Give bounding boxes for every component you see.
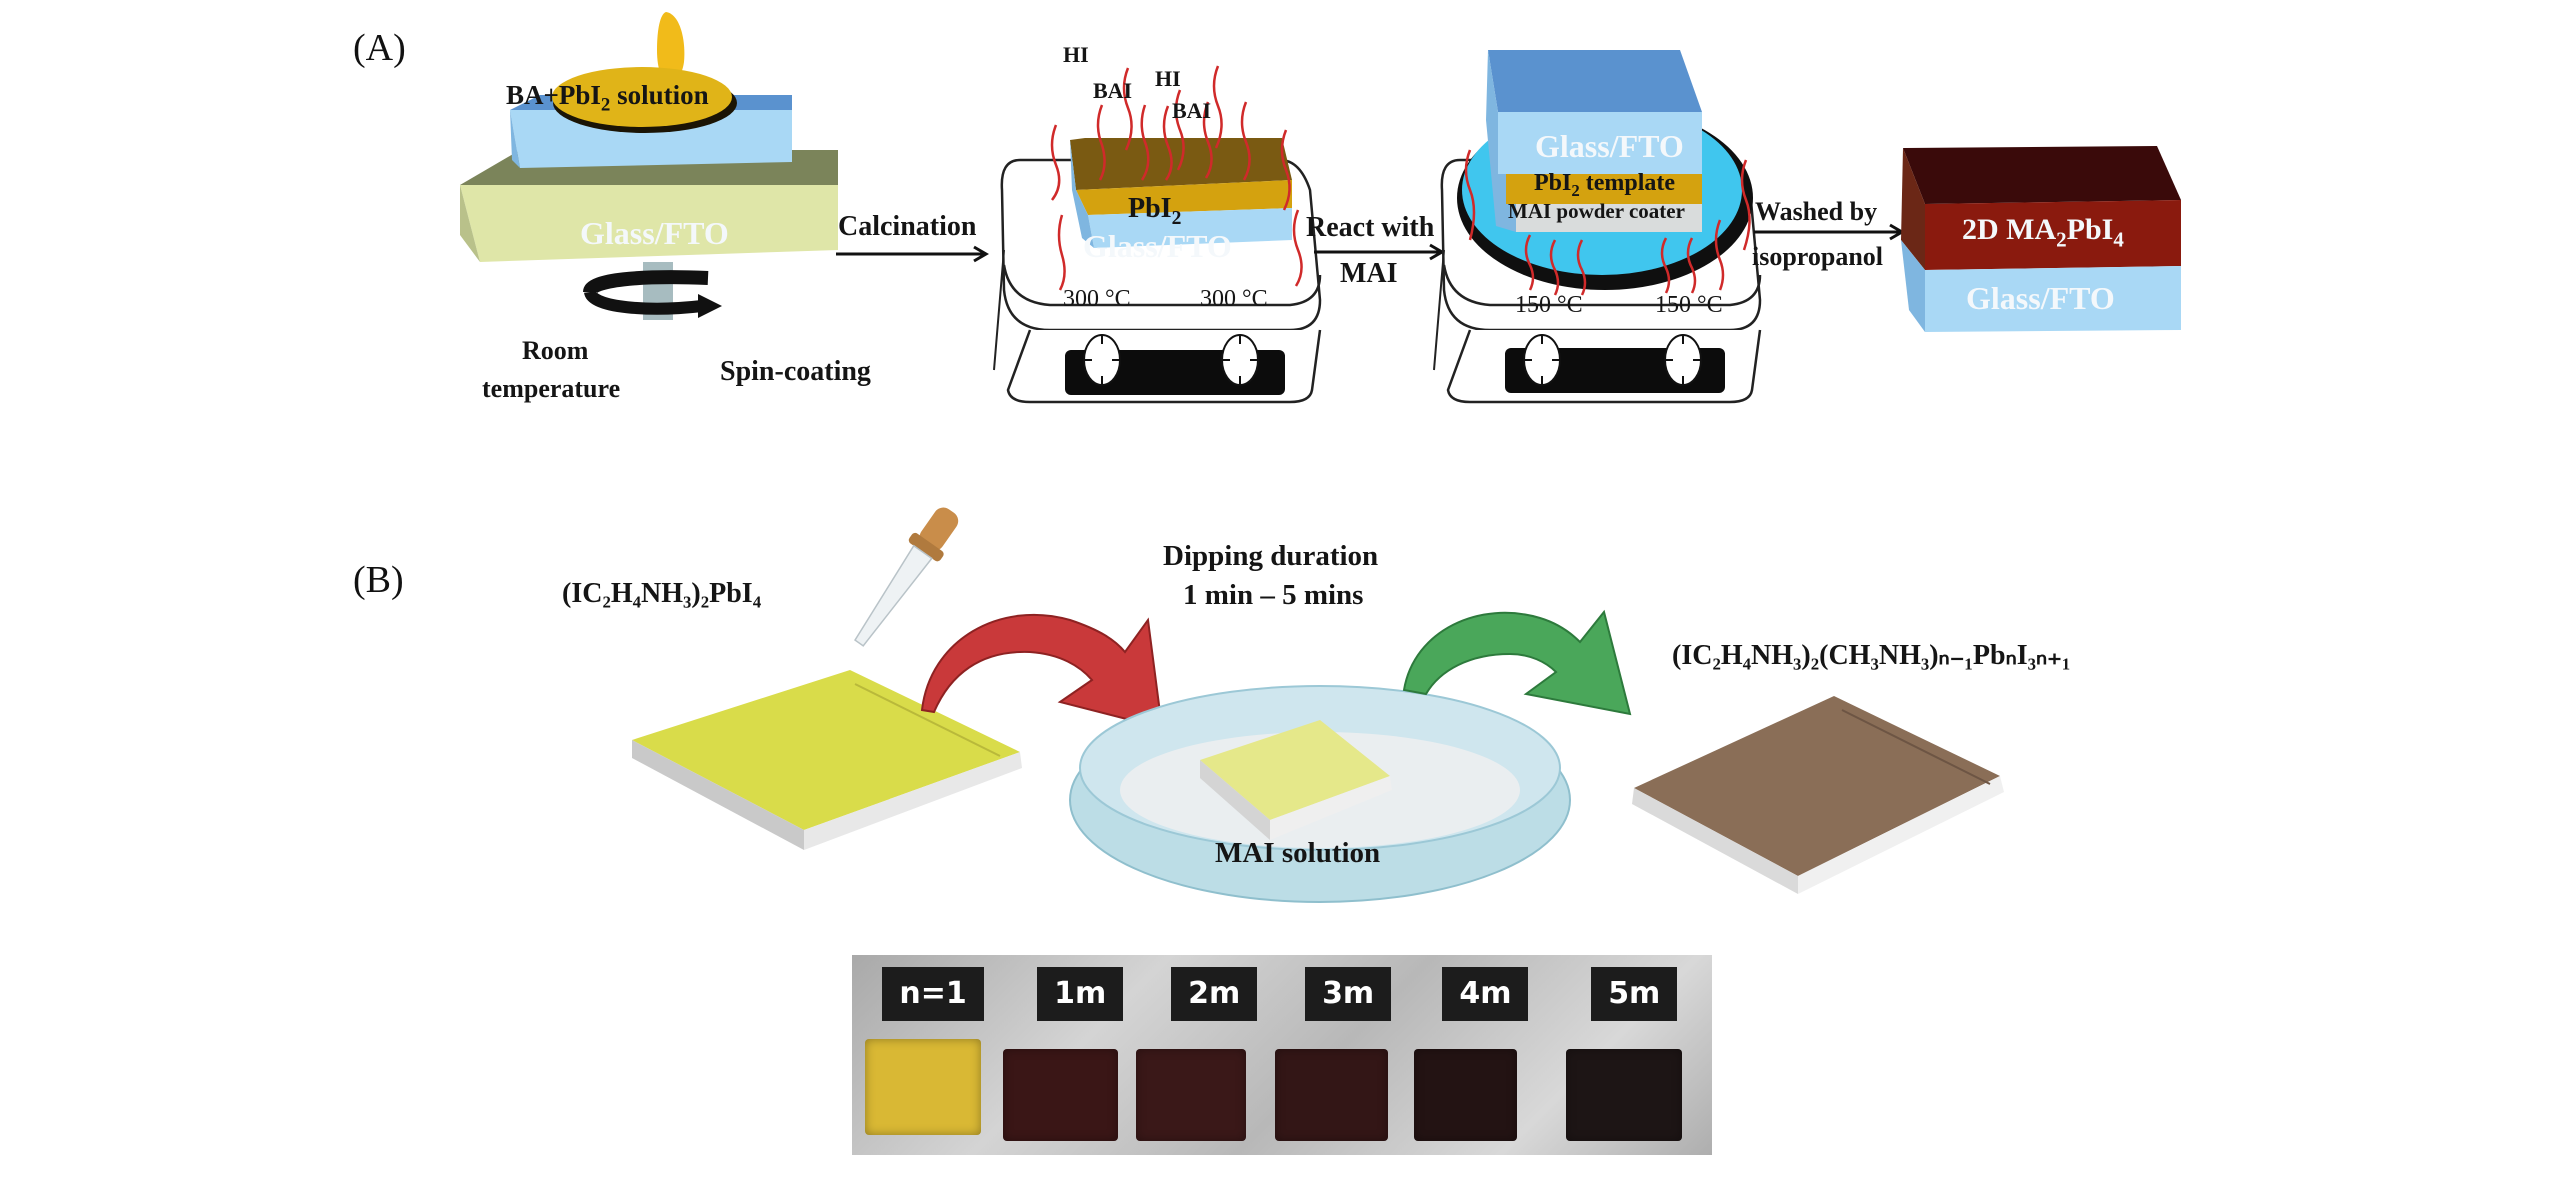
final-product-block — [1901, 146, 2181, 332]
calcination-arrow-icon — [836, 245, 989, 263]
isopropanol-label: isopropanol — [1752, 242, 1884, 271]
transfer-arrow-green-icon — [1402, 609, 1632, 716]
sample-film — [1136, 1049, 1246, 1141]
calcination-label: Calcination — [838, 211, 977, 242]
2d-perovskite-label: 2D MA2PbI4 — [1962, 213, 2124, 252]
sample-film — [1414, 1049, 1517, 1141]
glass-fto-label-4: Glass/FTO — [1966, 280, 2115, 316]
precursor-formula: (IC₂H₄NH₃)₂PbI₄ — [562, 578, 762, 609]
glass-fto-label-3: Glass/FTO — [1535, 128, 1684, 164]
sample-tag: 2m — [1171, 967, 1258, 1021]
temperature-left-2: 150 °C — [1515, 292, 1583, 318]
sample-film — [1002, 1049, 1119, 1141]
vapor-label-hi-2: HI — [1155, 66, 1181, 91]
hotplate-calcination — [993, 65, 1322, 404]
room-label: Room — [522, 336, 589, 365]
sample-film — [1566, 1049, 1683, 1141]
sample-tag: 3m — [1305, 967, 1392, 1021]
sample-film — [1275, 1049, 1388, 1141]
transfer-arrow-red-icon — [920, 613, 1164, 730]
temperature-right-1: 300 °C — [1200, 286, 1268, 312]
vapor-label-hi-1: HI — [1063, 42, 1089, 67]
panel-b-label: (B) — [353, 559, 404, 601]
mai-solution-label: MAI solution — [1215, 837, 1381, 869]
mai-label: MAI — [1340, 258, 1398, 289]
spin-coating-illustration — [460, 12, 838, 320]
solution-droplet-icon — [657, 12, 685, 82]
sample-tag: n=1 — [881, 967, 985, 1021]
temperature-left-1: 300 °C — [1063, 286, 1131, 312]
dipping-range-label: 1 min – 5 mins — [1183, 579, 1364, 611]
temperature-right-2: 150 °C — [1655, 292, 1723, 318]
mai-powder-label: MAI powder coater — [1508, 199, 1685, 223]
mai-solution-dish — [1069, 685, 1571, 903]
panel-a-label: (A) — [353, 27, 406, 69]
rotation-arrow-icon — [698, 294, 722, 318]
vapor-label-bai-1: BAI — [1093, 78, 1133, 103]
sample-tag: 4m — [1442, 967, 1529, 1021]
hotplate-mai-reaction — [1433, 50, 1762, 404]
vapor-label-bai-2: BAI — [1172, 98, 1212, 123]
wash-arrow-icon — [1754, 223, 1905, 241]
temperature-label: temperature — [482, 374, 621, 403]
pbi2-layer-label: PbI2 — [1128, 193, 1182, 229]
spin-coating-label: Spin-coating — [720, 356, 871, 387]
washed-by-label: Washed by — [1755, 197, 1878, 226]
substrate-label: Glass/FTO — [580, 215, 729, 251]
sample-tag: 1m — [1037, 967, 1124, 1021]
sample-photo-strip: n=1 1m 2m 3m 4m 5m — [852, 955, 1712, 1155]
sample-tag: 5m — [1591, 967, 1678, 1021]
dipping-duration-label: Dipping duration — [1163, 540, 1379, 572]
brown-film-substrate — [1632, 696, 2004, 894]
react-with-label: React with — [1306, 212, 1435, 243]
sample-film — [865, 1039, 981, 1135]
precursor-label: BA+PbI2 solution — [506, 80, 709, 116]
product-formula: (IC₂H₄NH₃)₂(CH₃NH₃)ₙ₋₁PbₙI₃ₙ₊₁ — [1672, 640, 2071, 671]
pbi2-template-label: PbI2 template — [1534, 170, 1676, 200]
glass-fto-label-2: Glass/FTO — [1083, 228, 1232, 264]
